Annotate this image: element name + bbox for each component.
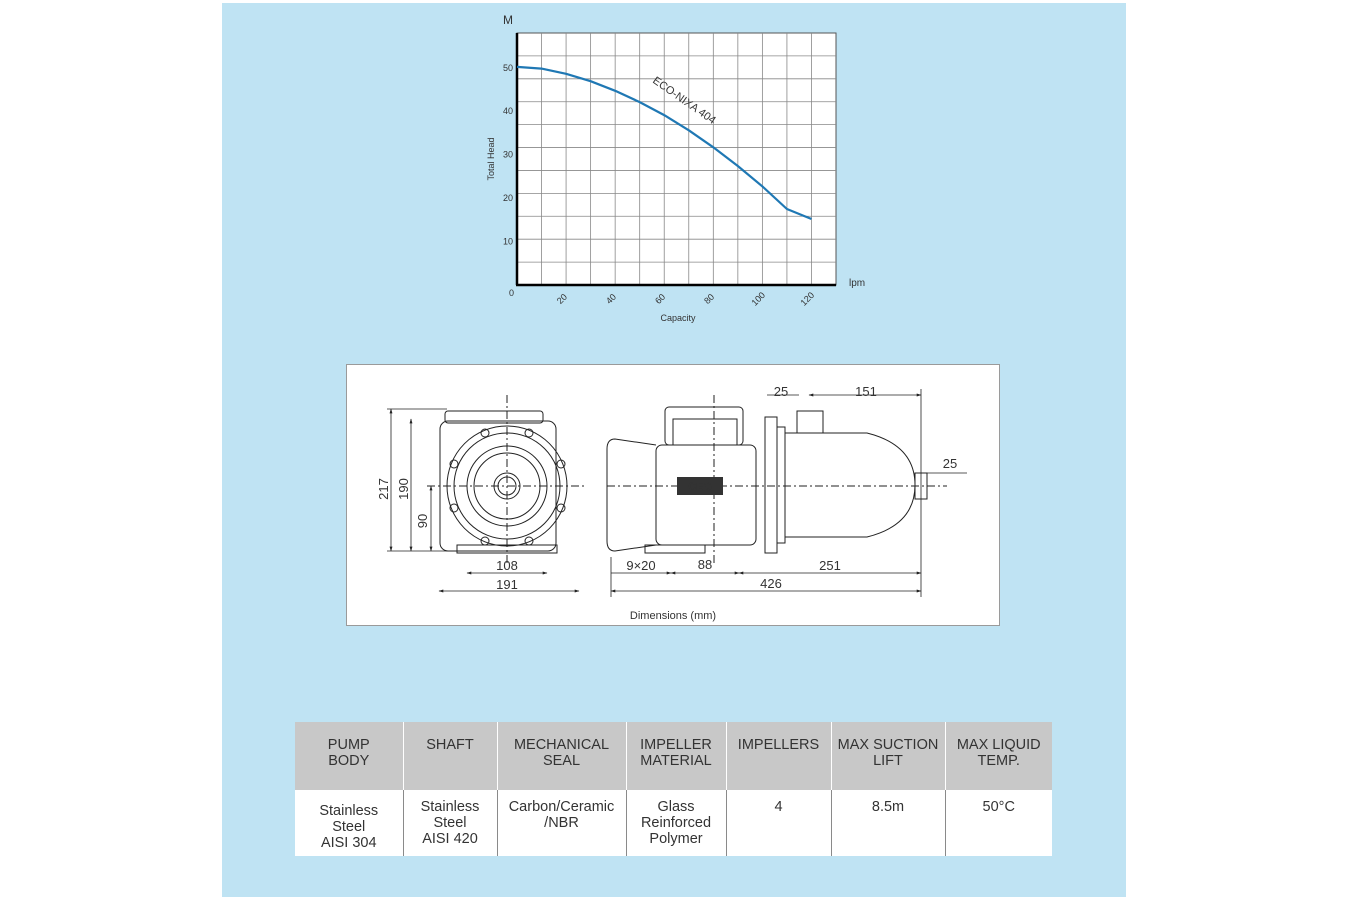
value-max-liquid-temp: 50°C [944,790,1052,856]
value-mechanical-seal: Carbon/Ceramic/NBR [496,790,626,856]
dimensions-caption: Dimensions (mm) [630,610,716,622]
origin-label: 0 [509,288,514,298]
x-tick-label: 60 [653,292,667,306]
x-unit-label: lpm [849,278,865,289]
plot-area [516,32,837,286]
y-tick-label: 30 [503,150,513,160]
x-tick-label: 20 [555,292,569,306]
brand-plate [677,477,723,495]
side-view [606,395,947,565]
dim-side-25: 25 [943,456,957,471]
y-axis-title: Total Head [486,137,496,180]
dimensions-svg: CEG 217 190 90 108 191 9×20 88 251 426 2… [376,384,967,622]
dim-426: 426 [760,576,782,591]
front-view [427,395,587,565]
dim-top-25: 25 [774,384,788,399]
y-tick-label: 40 [503,106,513,116]
y-tick-label: 50 [503,63,513,73]
performance-chart: 20 40 60 80 100 120 10 20 30 40 50 M 0 lpm Capacit… [486,13,865,323]
x-tick-label: 100 [749,290,767,308]
x-tick-label: 40 [604,292,618,306]
dim-90: 90 [415,514,430,528]
chart-series [516,65,812,221]
brand-logo: CEG [688,481,712,493]
dim-190: 190 [396,478,411,500]
dimension-lines [387,389,967,597]
dim-191: 191 [496,577,518,592]
dim-9x20: 9×20 [626,558,655,573]
value-impellers: 4 [725,790,831,856]
dim-88: 88 [698,557,712,572]
dim-251: 251 [819,558,841,573]
dim-217: 217 [376,478,391,500]
x-tick-label: 120 [798,290,816,308]
x-axis-title: Capacity [660,313,696,323]
y-unit-label: M [503,13,513,27]
dim-151: 151 [855,384,877,399]
header-shaft: SHAFT [402,722,497,790]
series-line-eco-nixa-404 [516,65,812,221]
header-impellers: IMPELLERS [725,722,831,790]
dim-108: 108 [496,558,518,573]
y-tick-label: 10 [503,237,513,247]
chart-axes [515,33,836,287]
y-tick-label: 20 [503,193,513,203]
chart-grid [516,32,837,286]
dimensions-drawing: CEG 217 190 90 108 191 9×20 88 251 426 2… [346,364,1000,626]
value-max-suction-lift: 8.5m [830,790,945,856]
x-tick-label: 80 [702,292,716,306]
